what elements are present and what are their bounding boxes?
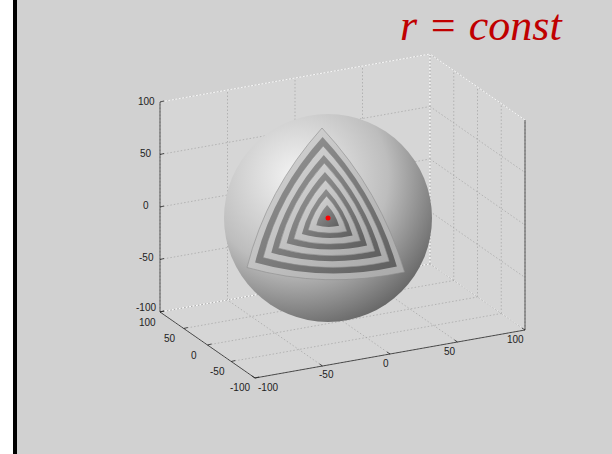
grid-line	[160, 312, 255, 378]
axis-tick-label: -50	[210, 367, 224, 377]
axis-tick	[160, 311, 164, 312]
axis-tick-label: 100	[139, 318, 156, 328]
axis-tick-label: -100	[136, 303, 156, 313]
grid-line	[255, 330, 525, 378]
axis-tick	[184, 328, 188, 329]
axis-tick-label: 50	[164, 334, 175, 344]
axis-tick-label: 0	[191, 351, 197, 361]
axis-tick-label: -100	[258, 383, 278, 393]
axis-tick	[160, 311, 164, 312]
axis-tick	[255, 377, 259, 378]
axis-tick-label: 0	[143, 201, 149, 211]
grid-line	[231, 314, 501, 362]
axis-tick	[208, 344, 212, 345]
grid-line	[430, 264, 525, 330]
axis-tick-label: 50	[444, 347, 455, 357]
shell-cavity	[302, 189, 353, 238]
axis-tick	[160, 259, 164, 260]
axis-tick-label: 50	[140, 149, 151, 159]
axis-tick	[160, 101, 164, 102]
grid-line	[430, 212, 525, 278]
axis-tick-label: -100	[230, 383, 250, 393]
axis-tick	[252, 376, 255, 378]
shell-face	[279, 163, 375, 256]
axis-tick	[387, 352, 390, 354]
shell-cavity	[287, 172, 368, 250]
shell-face	[263, 146, 389, 267]
axis-tick-label: -50	[139, 253, 153, 263]
shell-cavity	[255, 137, 397, 274]
axis-tick	[231, 361, 235, 362]
grid-line	[430, 264, 525, 330]
title-formula: r = const	[400, 4, 562, 48]
axis-tick-label: -50	[319, 370, 333, 380]
axis-tick	[160, 206, 164, 207]
grid-line	[477, 87, 478, 297]
axis-tick	[522, 328, 525, 330]
shell-face	[247, 128, 405, 280]
frame-edge	[13, 0, 17, 454]
grid-line	[525, 120, 526, 330]
shell-cavity	[271, 155, 381, 261]
axis-tick-label: 0	[383, 359, 389, 369]
shell-face	[294, 180, 361, 244]
grid-line	[501, 104, 502, 314]
shell-cavity	[316, 205, 339, 227]
axis-tick-label: 100	[507, 335, 524, 345]
axis-tick-label: 100	[138, 97, 155, 107]
axis-tick	[160, 154, 164, 155]
axis-tick	[320, 364, 323, 366]
shell-face	[308, 196, 347, 233]
axis-tick	[455, 340, 458, 342]
